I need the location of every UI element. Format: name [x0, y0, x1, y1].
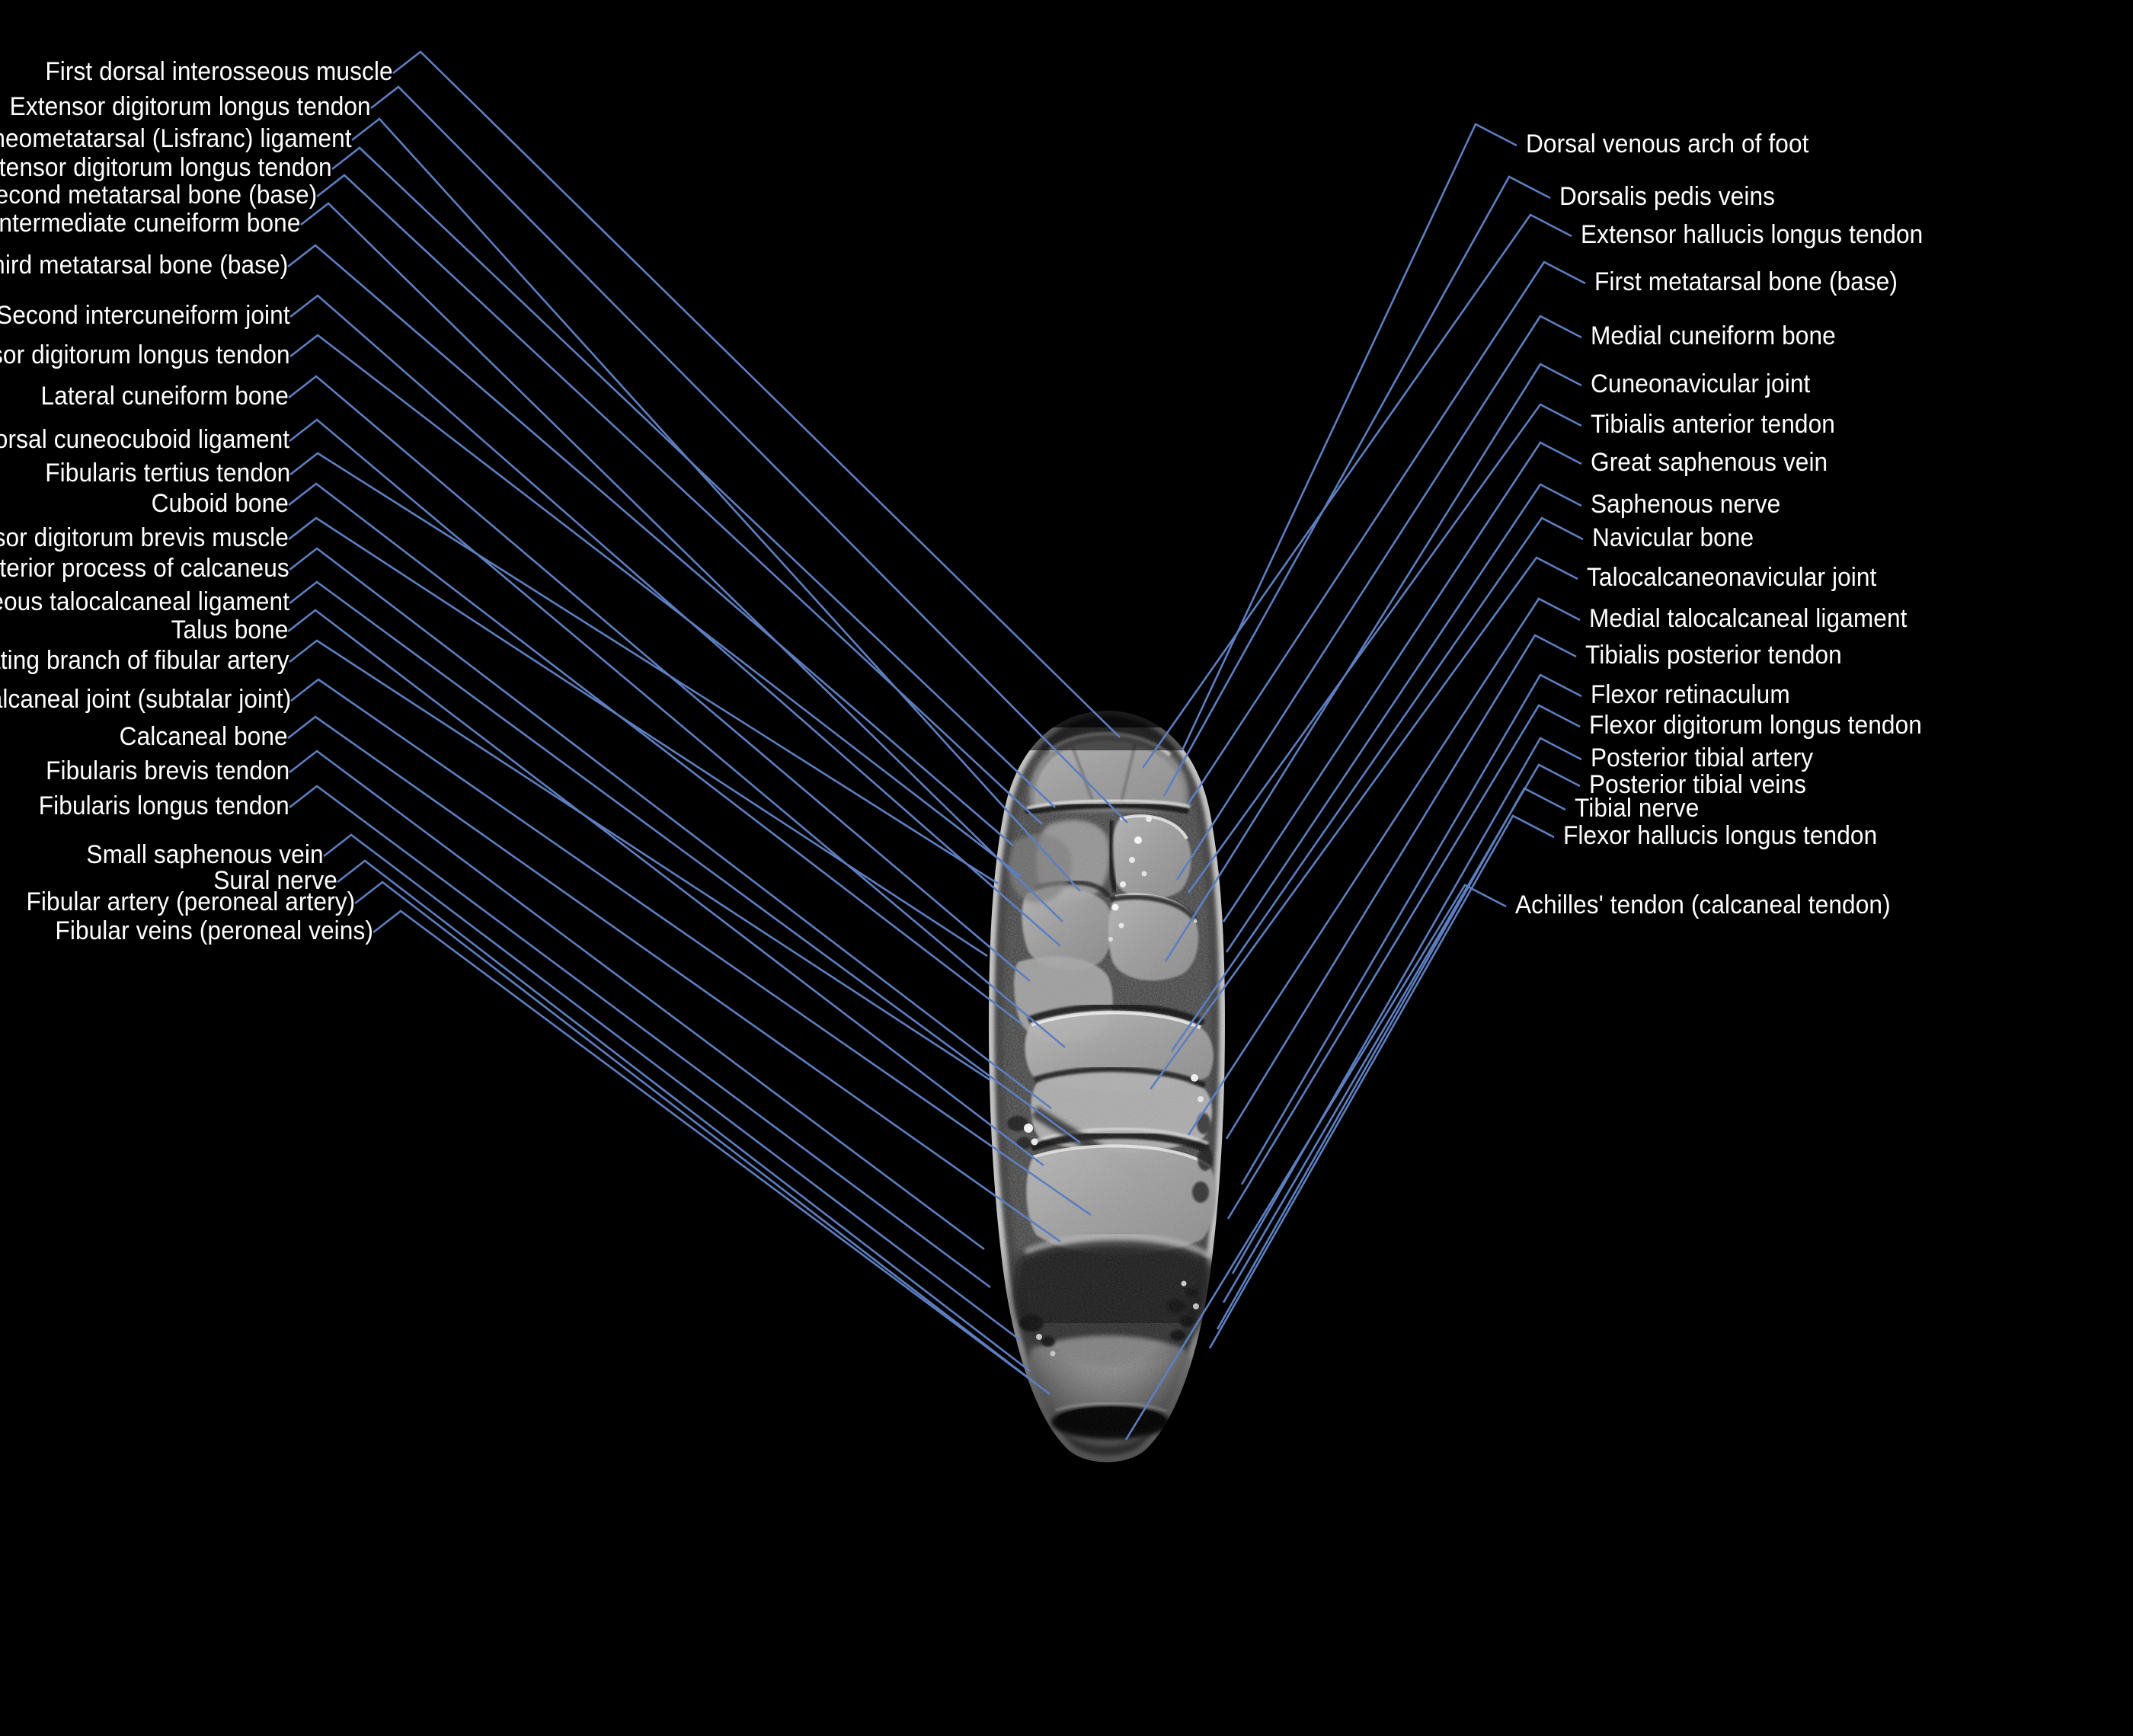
label-extensor-digitorum-longus-tendon: Extensor digitorum longus tendon — [0, 153, 332, 182]
label-fibularis-longus-tendon: Fibularis longus tendon — [38, 791, 289, 820]
leader-cuneonavicular-joint — [1164, 363, 1582, 962]
leader-first-interosseous-cuneometatarsal-lisfranc-ligament — [351, 117, 1081, 892]
leader-medial-talocalcaneal-ligament — [1187, 597, 1581, 1136]
leader-extensor-digitorum-longus-tendon — [331, 146, 1056, 808]
leader-first-metatarsal-bone-base — [1187, 261, 1586, 804]
leader-extensor-hallucis-longus-tendon — [1141, 213, 1572, 769]
label-navicular-bone: Navicular bone — [1592, 523, 1754, 552]
label-dorsal-cuneocuboid-ligament: Dorsal cuneocuboid ligament — [0, 425, 289, 454]
label-medial-cuneiform-bone: Medial cuneiform bone — [1591, 321, 1836, 350]
label-first-metatarsal-bone-base: First metatarsal bone (base) — [1594, 267, 1898, 296]
leader-second-metatarsal-bone-base — [316, 174, 1043, 825]
leader-calcaneal-bone — [287, 715, 1061, 1243]
leader-fibularis-tertius-tendon — [289, 452, 999, 885]
label-posterior-tibial-artery: Posterior tibial artery — [1591, 743, 1814, 772]
label-flexor-digitorum-longus-tendon: Flexor digitorum longus tendon — [1589, 711, 1922, 740]
label-perforating-branch-of-fibular-artery: Perforating branch of fibular artery — [0, 646, 289, 675]
label-achilles-tendon-calcaneal-tendon: Achilles' tendon (calcaneal tendon) — [1515, 890, 1891, 919]
label-extensor-hallucis-longus-tendon: Extensor hallucis longus tendon — [1581, 220, 1924, 249]
leader-talocalcaneal-joint-subtalar-joint — [290, 678, 1092, 1216]
label-fibular-artery-peroneal-artery: Fibular artery (peroneal artery) — [26, 887, 355, 916]
label-tibialis-anterior-tendon: Tibialis anterior tendon — [1591, 410, 1835, 439]
label-intermediate-cuneiform-bone: Intermediate cuneiform bone — [0, 209, 301, 238]
label-tibial-nerve: Tibial nerve — [1575, 794, 1700, 823]
label-second-metatarsal-bone-base: Second metatarsal bone (base) — [0, 181, 317, 209]
leader-dorsal-cuneocuboid-ligament — [289, 418, 1066, 1048]
leader-saphenous-nerve — [1225, 483, 1582, 953]
leader-cuboid-bone — [288, 482, 1023, 1026]
label-saphenous-nerve: Saphenous nerve — [1591, 490, 1781, 519]
label-dorsalis-pedis-veins: Dorsalis pedis veins — [1559, 182, 1776, 211]
leader-flexor-digitorum-longus-tendon — [1226, 704, 1581, 1220]
label-sural-nerve: Sural nerve — [213, 866, 337, 895]
label-cuneonavicular-joint: Cuneonavicular joint — [1591, 369, 1811, 398]
leader-great-saphenous-vein — [1222, 441, 1582, 922]
leader-sural-nerve — [337, 859, 1031, 1373]
leader-fibularis-longus-tendon — [289, 785, 991, 1289]
leader-anterior-process-of-calcaneus — [289, 547, 1052, 1110]
leader-first-dorsal-interosseous-muscle — [392, 50, 1121, 738]
leader-medial-cuneiform-bone — [1175, 315, 1582, 881]
leader-posterior-tibial-artery — [1231, 737, 1582, 1274]
label-dorsal-venous-arch-of-foot: Dorsal venous arch of foot — [1526, 129, 1809, 158]
label-talus-bone: Talus bone — [171, 615, 288, 644]
leader-dorsal-venous-arch-of-foot — [1181, 123, 1517, 751]
label-lateral-cuneiform-bone: Lateral cuneiform bone — [40, 382, 289, 411]
leader-extensor-digitorum-longus-tendon — [289, 334, 1022, 878]
leader-talocalcaneonavicular-joint — [1149, 556, 1578, 1090]
leader-small-saphenous-vein — [323, 833, 1022, 1342]
label-first-dorsal-interosseous-muscle: First dorsal interosseous muscle — [45, 57, 393, 86]
leader-lateral-cuneiform-bone — [288, 375, 1031, 982]
label-great-saphenous-vein: Great saphenous vein — [1591, 448, 1828, 477]
leader-extensor-digitorum-brevis-muscle — [288, 516, 988, 958]
label-first-interosseous-cuneometatarsal-lisfranc-ligament: First interosseous cuneometatarsal (Lisf… — [0, 124, 352, 153]
leader-extensor-digitorum-longus-tendon — [370, 85, 1128, 823]
label-fibularis-tertius-tendon: Fibularis tertius tendon — [44, 459, 290, 488]
label-medial-talocalcaneal-ligament: Medial talocalcaneal ligament — [1589, 604, 1908, 633]
label-extensor-digitorum-longus-tendon: Extensor digitorum longus tendon — [0, 340, 290, 369]
label-flexor-retinaculum: Flexor retinaculum — [1591, 680, 1790, 709]
leader-navicular-bone — [1170, 516, 1584, 1052]
label-third-metatarsal-bone-base: Third metatarsal bone (base) — [0, 251, 288, 280]
leader-tibial-nerve — [1216, 787, 1566, 1330]
leader-flexor-hallucis-longus-tendon — [1208, 814, 1555, 1349]
leader-talus-bone — [287, 609, 1044, 1167]
leader-flexor-retinaculum — [1240, 673, 1582, 1185]
leader-achilles-tendon-calcaneal-tendon — [1124, 884, 1507, 1440]
label-fibular-veins-peroneal-veins: Fibular veins (peroneal veins) — [55, 916, 373, 945]
label-anterior-process-of-calcaneus: Anterior process of calcaneus — [0, 554, 289, 583]
label-flexor-hallucis-longus-tendon: Flexor hallucis longus tendon — [1563, 821, 1878, 850]
leader-fibular-veins-peroneal-veins — [373, 910, 1051, 1396]
leader-fibular-artery-peroneal-artery — [354, 881, 1038, 1386]
label-fibularis-brevis-tendon: Fibularis brevis tendon — [45, 756, 289, 785]
leader-dorsalis-pedis-veins — [1162, 175, 1551, 797]
label-small-saphenous-vein: Small saphenous vein — [86, 840, 324, 869]
leader-fibularis-brevis-tendon — [289, 750, 985, 1251]
label-interosseous-talocalcaneal-ligament: Interosseous talocalcaneal ligament — [0, 587, 289, 616]
label-posterior-tibial-veins: Posterior tibial veins — [1589, 770, 1807, 799]
leader-perforating-branch-of-fibular-artery — [289, 639, 991, 1082]
label-cuboid-bone: Cuboid bone — [151, 489, 289, 518]
leader-third-metatarsal-bone-base — [287, 244, 1014, 846]
leader-second-intercuneiform-joint — [289, 294, 1061, 947]
label-talocalcaneonavicular-joint: Talocalcaneonavicular joint — [1587, 563, 1877, 592]
label-extensor-digitorum-longus-tendon: Extensor digitorum longus tendon — [9, 92, 371, 121]
label-tibialis-posterior-tendon: Tibialis posterior tendon — [1585, 641, 1842, 670]
label-extensor-digitorum-brevis-muscle: Extensor digitorum brevis muscle — [0, 523, 289, 552]
leader-tibialis-posterior-tendon — [1225, 634, 1577, 1140]
label-second-intercuneiform-joint: Second intercuneiform joint — [0, 301, 290, 330]
leader-posterior-tibial-veins — [1222, 763, 1581, 1303]
leader-tibialis-anterior-tendon — [1187, 403, 1582, 894]
label-talocalcaneal-joint-subtalar-joint: Talocalcaneal joint (subtalar joint) — [0, 685, 291, 714]
leader-interosseous-talocalcaneal-ligament — [289, 580, 1081, 1144]
leader-intermediate-cuneiform-bone — [300, 202, 1063, 922]
label-calcaneal-bone: Calcaneal bone — [119, 722, 288, 751]
